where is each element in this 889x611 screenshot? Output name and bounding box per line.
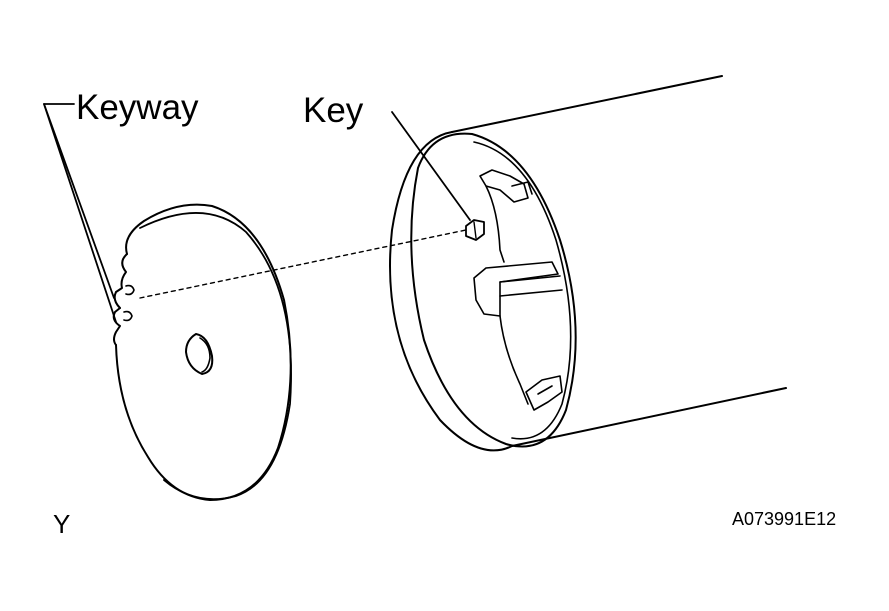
cylinder-inner-rim [410, 132, 577, 448]
cylinder-housing [389, 75, 787, 452]
spoke-middle [473, 261, 559, 317]
spoke-right-upper [511, 181, 533, 195]
keyway-nub-2 [123, 310, 133, 322]
spoke-lower-ring [499, 315, 529, 405]
cylinder-top-line [451, 75, 723, 133]
spoke-bottom-inner [537, 385, 553, 395]
key-lug-face [473, 221, 477, 239]
figure-code-label: A073991E12 [732, 509, 837, 529]
view-marker-label: Y [53, 509, 71, 539]
spoke-top-ring [485, 185, 505, 263]
disc-center-hole-inner [199, 337, 211, 373]
spoke-middle-bar [499, 275, 563, 297]
key-lug [465, 219, 485, 241]
spoke-bottom [525, 375, 563, 411]
keyway-notch-upper [113, 253, 128, 309]
key-label: Key [303, 91, 364, 130]
keyway-leader-line-2 [43, 103, 117, 323]
keyway-label: Keyway [76, 88, 199, 127]
cylinder-bottom-line [511, 387, 787, 447]
cylinder-outer-rim [389, 131, 513, 452]
key-leader-line [391, 111, 471, 221]
cylinder-inner-rim-2 [473, 141, 572, 440]
keyway-notch-lower [112, 307, 121, 346]
disc-plate [112, 203, 292, 501]
disc-rim-edge [139, 212, 292, 501]
disc-center-hole [185, 333, 214, 375]
disc-outline [115, 203, 292, 501]
keyway-nub-1 [125, 284, 135, 296]
alignment-dashed-line [139, 229, 467, 299]
spoke-top [479, 169, 529, 203]
